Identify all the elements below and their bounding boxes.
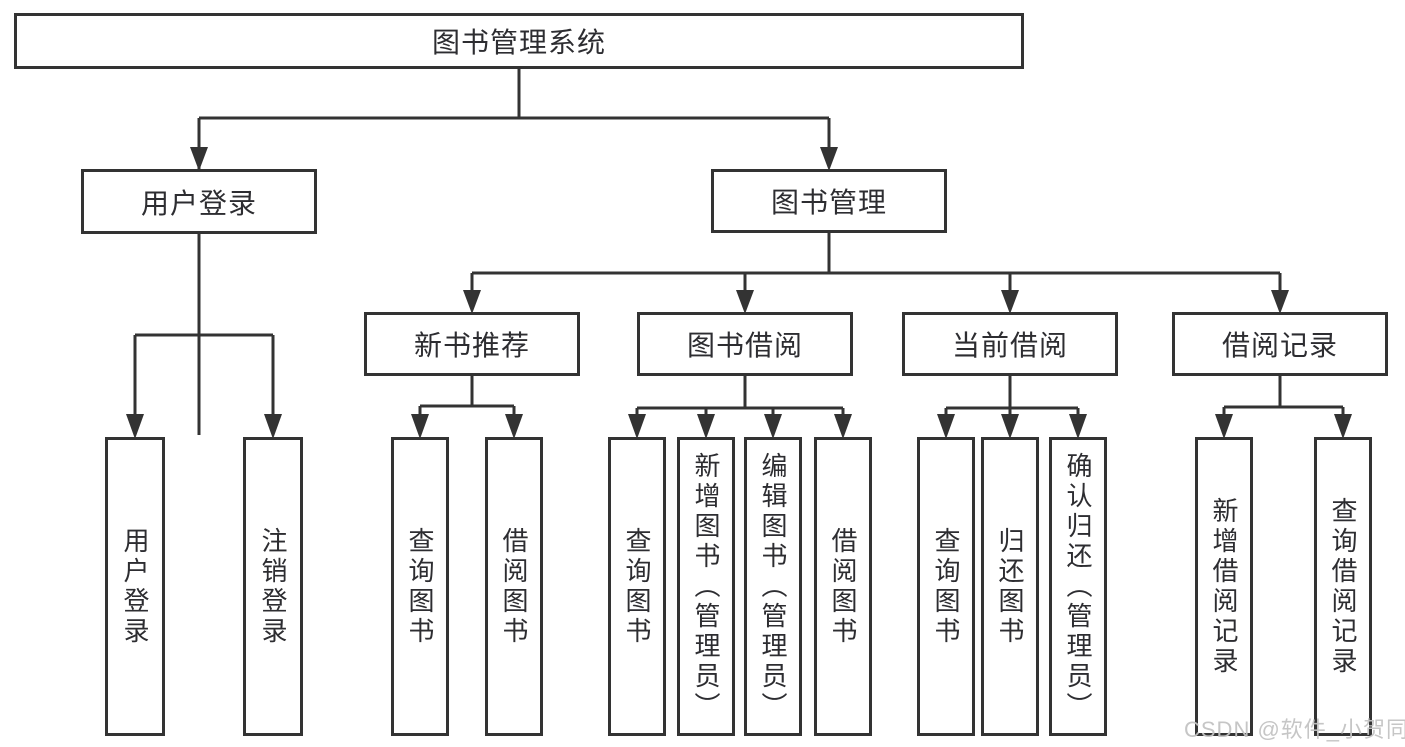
node-user-login: 用户登录 — [81, 169, 317, 234]
node-label: 当前借阅 — [951, 330, 1068, 361]
node-label: 新增图书（管理员） — [691, 451, 721, 722]
leaf-bb-borrow-book: 借阅图书 — [814, 437, 872, 736]
node-borrow-records: 借阅记录 — [1172, 312, 1388, 376]
node-label: 注销登录 — [258, 526, 288, 647]
node-book-borrow: 图书借阅 — [637, 312, 853, 376]
node-label: 借阅记录 — [1221, 330, 1338, 361]
node-label: 查询借阅记录 — [1328, 496, 1358, 677]
node-current-borrow: 当前借阅 — [902, 312, 1118, 376]
node-label: 图书管理系统 — [431, 27, 606, 58]
leaf-logout: 注销登录 — [243, 437, 303, 736]
node-label: 图书借阅 — [686, 330, 803, 361]
node-label: 查询图书 — [931, 526, 961, 647]
node-root: 图书管理系统 — [14, 13, 1024, 69]
node-label: 借阅图书 — [828, 526, 858, 647]
leaf-user-login: 用户登录 — [105, 437, 165, 736]
node-label: 新书推荐 — [413, 330, 530, 361]
node-label: 查询图书 — [622, 526, 652, 647]
leaf-rec-borrow-book: 借阅图书 — [485, 437, 543, 736]
node-label: 新增借阅记录 — [1209, 496, 1239, 677]
leaf-br-add-record: 新增借阅记录 — [1195, 437, 1253, 736]
node-label: 图书管理 — [770, 187, 887, 218]
node-label: 用户登录 — [120, 526, 150, 647]
leaf-cb-confirm-return-admin: 确认归还（管理员） — [1049, 437, 1107, 736]
watermark-csdn: CSDN @软件_小贺同学 — [1184, 717, 1405, 742]
leaf-cb-query-book: 查询图书 — [917, 437, 975, 736]
node-label: 借阅图书 — [499, 526, 529, 647]
leaf-bb-edit-book-admin: 编辑图书（管理员） — [744, 437, 802, 736]
leaf-bb-add-book-admin: 新增图书（管理员） — [677, 437, 735, 736]
leaf-bb-query-book: 查询图书 — [608, 437, 666, 736]
node-label: 确认归还（管理员） — [1063, 451, 1093, 722]
node-label: 编辑图书（管理员） — [758, 451, 788, 722]
leaf-br-query-record: 查询借阅记录 — [1314, 437, 1372, 736]
leaf-cb-return-book: 归还图书 — [981, 437, 1039, 736]
node-book-management: 图书管理 — [711, 169, 947, 233]
node-label: 查询图书 — [405, 526, 435, 647]
node-label: 用户登录 — [140, 187, 257, 219]
node-new-book-recommend: 新书推荐 — [364, 312, 580, 376]
leaf-rec-query-book: 查询图书 — [391, 437, 449, 736]
node-label: 归还图书 — [995, 526, 1025, 647]
